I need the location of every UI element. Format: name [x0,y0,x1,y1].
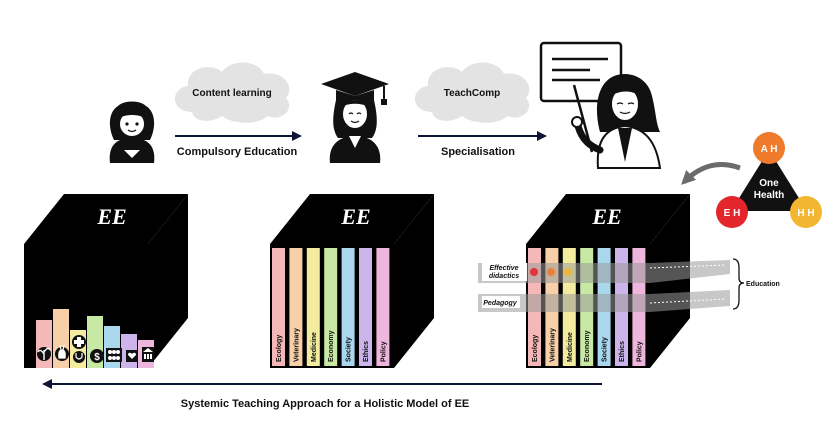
column-label-medicine: Medicine [567,332,574,362]
one-health-arrow [681,162,741,185]
compulsory-education-label: Compulsory Education [177,146,298,158]
government-icon [142,347,154,362]
column-label-policy: Policy [380,341,387,362]
human-health-label: H H [797,208,814,219]
cube-ee-specialisation: EE Ecology Veterinary Medicine Economy Socie… [270,194,434,368]
column-label-veterinary: Veterinary [549,328,556,362]
specialisation-label: Specialisation [441,146,515,158]
pedagogy-label: Pedagogy [483,300,518,307]
column-economy [324,248,338,366]
environmental-health-circle [716,196,748,228]
dot-red [530,268,538,276]
discipline-icons: $ [37,335,154,363]
pedagogy-layer: Pedagogy [478,290,730,312]
human-health-circle [790,196,822,228]
column-veterinary [289,248,303,366]
column-label-economy: Economy [328,330,335,362]
rabbit-icon [55,344,69,361]
cube1-ee-label: EE [96,204,126,229]
education-label: Education [746,281,780,288]
stethoscope-icon [73,351,85,363]
svg-text:$: $ [94,352,100,363]
dollar-icon: $ [90,349,104,363]
dot-yellow [564,268,572,276]
one-health-triangle: One Health A H E H H H [716,132,822,228]
one-health-center [731,150,807,211]
animal-health-label: A H [761,144,778,155]
cloud-content-learning: Content learning [174,62,290,123]
dot-orange [547,268,555,276]
whiteboard-icon [539,41,623,103]
cube2-ee-label: EE [340,204,370,229]
effective-label-2: didactics [489,273,519,280]
column-medicine [306,248,320,366]
column-label-medicine: Medicine [311,332,318,362]
teachcomp-label: TeachComp [444,88,501,99]
cube-ee-compulsory: EE $ [24,194,188,368]
one-health-label-2: Health [754,190,785,201]
effective-label-1: Effective [489,265,518,272]
column-label-economy: Economy [584,330,591,362]
column-ethics [359,248,372,366]
column-label-policy: Policy [636,341,643,362]
discipline-columns: Ecology Veterinary Medicine Economy Society E… [272,248,390,366]
cloud-teachcomp: TeachComp [414,62,530,123]
animal-health-circle [753,132,785,164]
column-label-ethics: Ethics [363,341,370,362]
column-label-society: Society [346,337,353,362]
teacher-icon [539,41,662,169]
column-ecology [272,248,285,366]
column-policy [376,248,390,366]
environmental-health-label: E H [724,208,741,219]
education-brace [732,258,745,310]
column-society [341,248,355,366]
content-learning-label: Content learning [192,88,271,99]
column-label-ecology: Ecology [276,335,283,362]
plant-icon [37,347,51,361]
medical-cross-icon [72,335,86,349]
child-icon [109,101,155,163]
column-label-veterinary: Veterinary [293,328,300,362]
column-label-ethics: Ethics [619,341,626,362]
systemic-approach-label: Systemic Teaching Approach for a Holisti… [181,398,470,410]
column-label-society: Society [602,337,609,362]
people-icon [106,348,122,362]
graduate-icon [321,72,389,163]
heart-hands-icon [126,350,138,362]
cube3-ee-label: EE [591,204,621,229]
effective-didactics-layer: Effective didactics [478,260,730,283]
cube-ee-holistic: EE Ecology Veterinary Medicine Economy Socie… [478,194,780,368]
column-label-ecology: Ecology [532,335,539,362]
one-health-label-1: One [759,178,779,189]
